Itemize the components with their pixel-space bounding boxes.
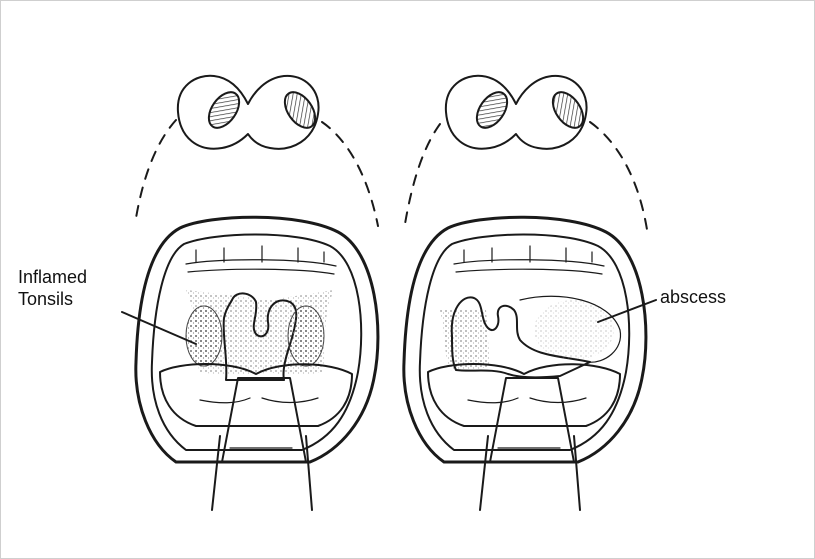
right-cheek-outline-right <box>590 122 648 236</box>
left-cheek-outline-left <box>136 120 176 218</box>
right-nose <box>446 76 589 149</box>
right-cheek-outline-left <box>404 124 440 230</box>
abscess-label: abscess <box>660 286 726 308</box>
left-face <box>136 76 378 510</box>
inflamed-tonsils-label: Inflamed Tonsils <box>18 266 87 310</box>
left-nose <box>178 76 321 149</box>
left-cheek-outline-right <box>322 122 378 226</box>
left-mouth <box>136 217 378 510</box>
inflamed-tonsils-leader-line <box>122 312 196 344</box>
inflamed-label-line2: Tonsils <box>18 288 87 310</box>
right-face <box>404 76 648 510</box>
right-mouth <box>404 217 646 510</box>
inflamed-label-line1: Inflamed <box>18 266 87 288</box>
